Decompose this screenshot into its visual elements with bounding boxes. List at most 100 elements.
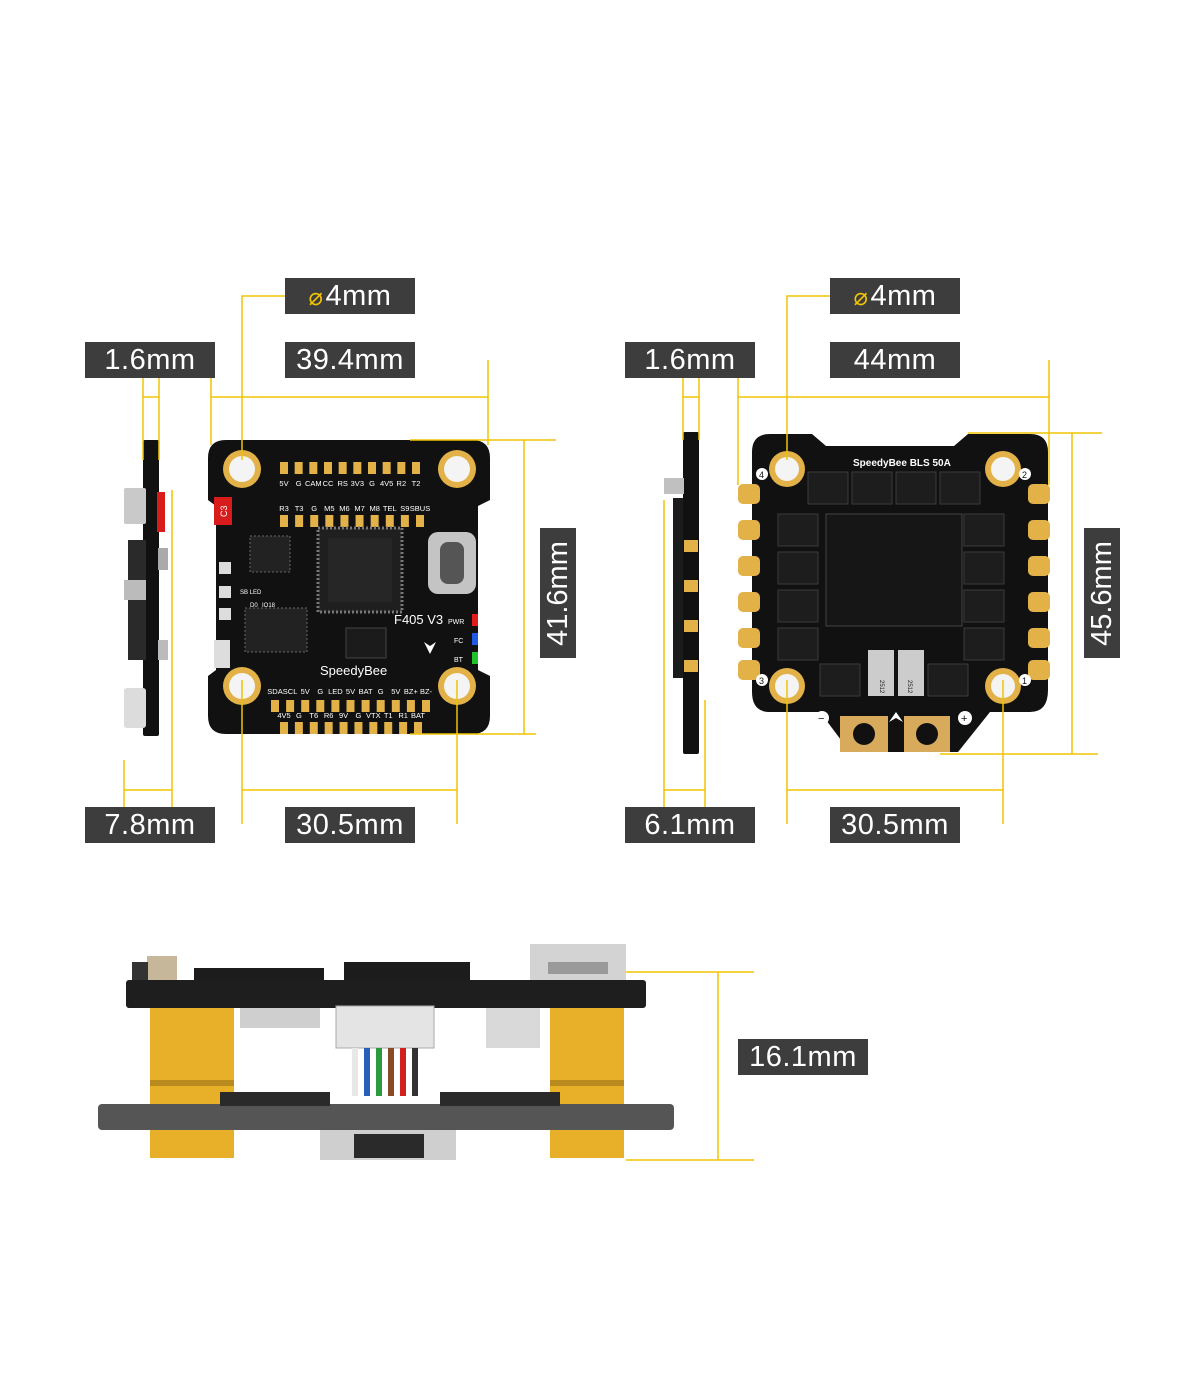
fc-bottom-pad-label-row2: T1 bbox=[384, 711, 393, 720]
fc-top-pad-label-row2: M5 bbox=[324, 504, 334, 513]
fc-mount-hole bbox=[438, 450, 476, 488]
svg-text:+: + bbox=[961, 713, 967, 725]
esc-motor-pad bbox=[1028, 484, 1050, 504]
fc-side-dim-lines bbox=[123, 378, 173, 808]
fc-top-pad-label-row2: TEL bbox=[383, 504, 397, 513]
esc-motor-pad bbox=[738, 660, 760, 680]
fc-solder-pad bbox=[361, 700, 370, 712]
fc-solder-pad bbox=[324, 462, 332, 474]
esc-hole-number: 1 bbox=[1019, 674, 1031, 686]
fc-top-pad-label-row2: M6 bbox=[339, 504, 349, 513]
stack-side-view bbox=[98, 944, 674, 1160]
fc-solder-pad bbox=[399, 722, 408, 734]
esc-motor-pad bbox=[738, 556, 760, 576]
svg-text:3: 3 bbox=[759, 676, 764, 686]
fc-small-label: IO18 bbox=[262, 603, 276, 609]
esc-polarity-minus: − bbox=[815, 711, 829, 725]
fc-top-pad-label: 5V bbox=[279, 479, 288, 488]
fc-bottom-pad-label: 5V bbox=[391, 687, 400, 696]
fc-bottom-pad-label-row2: BAT bbox=[411, 711, 425, 720]
fc-small-label: D0 bbox=[250, 603, 258, 609]
fc-solder-pad bbox=[280, 462, 288, 474]
fc-solder-pad bbox=[384, 722, 393, 734]
fc-side-label: 7.8mm bbox=[85, 807, 215, 843]
fc-solder-pad bbox=[316, 700, 325, 712]
esc-mount-hole bbox=[769, 451, 805, 487]
fc-solder-pad bbox=[339, 722, 348, 734]
esc-side-dim-lines bbox=[663, 378, 706, 808]
esc-mosfet bbox=[777, 589, 819, 623]
fc-mount-hole bbox=[223, 450, 261, 488]
fc-small-label: C3 bbox=[219, 505, 229, 517]
fc-solder-pad bbox=[369, 722, 378, 734]
esc-motor-pad bbox=[738, 628, 760, 648]
fc-solder-pad bbox=[294, 462, 303, 474]
fc-solder-pad bbox=[414, 722, 422, 734]
fc-bottom-pad-label: 5V bbox=[301, 687, 310, 696]
fc-solder-pad bbox=[400, 515, 409, 527]
fc-solder-pad bbox=[338, 462, 347, 474]
esc-mosfet bbox=[777, 627, 819, 661]
fc-solder-pad bbox=[340, 515, 349, 527]
esc-mount-hole bbox=[985, 451, 1021, 487]
fc-bottom-pad-label-row2: R6 bbox=[324, 711, 334, 720]
fc-solder-pad bbox=[280, 722, 288, 734]
fc-top-pad-label-row2: S9 bbox=[400, 504, 409, 513]
fc-solder-pad bbox=[294, 722, 303, 734]
fc-solder-pad bbox=[397, 462, 406, 474]
esc-side-view bbox=[664, 432, 699, 754]
esc-mosfet bbox=[963, 513, 1005, 547]
fc-height-label: 41.6mm bbox=[540, 528, 576, 658]
esc-motor-pad bbox=[1028, 592, 1050, 612]
fc-top-pad-label: CAM bbox=[305, 479, 322, 488]
svg-text:−: − bbox=[818, 713, 824, 725]
esc-hole-number: 3 bbox=[756, 674, 768, 686]
esc-motor-pad bbox=[738, 484, 760, 504]
fc-solder-pad bbox=[346, 700, 355, 712]
fc-thickness-label: 1.6mm bbox=[85, 342, 215, 378]
esc-board: SpeedyBee BLS 50A 2512 2512 4 2 3 1 − + bbox=[738, 434, 1050, 752]
fc-bottom-pad-label-row2: R1 bbox=[398, 711, 408, 720]
esc-motor-pad bbox=[738, 520, 760, 540]
esc-polarity-plus: + bbox=[958, 711, 972, 725]
esc-mosfets bbox=[777, 471, 1005, 697]
fc-top-pad-label: RS bbox=[337, 479, 347, 488]
esc-mosfet bbox=[963, 589, 1005, 623]
fc-bottom-pad-label-row2: G bbox=[296, 711, 302, 720]
esc-mosfet bbox=[895, 471, 937, 505]
fc-top-pad-label-row2: T3 bbox=[295, 504, 304, 513]
fc-mount-spacing-label: 30.5mm bbox=[285, 807, 415, 843]
esc-motor-pad bbox=[1028, 556, 1050, 576]
svg-text:1: 1 bbox=[1022, 676, 1027, 686]
fc-solder-pad bbox=[324, 722, 333, 734]
esc-hole-number: 2 bbox=[1019, 468, 1031, 480]
fc-bottom-pad-label: G bbox=[317, 687, 323, 696]
fc-top-pad-label-row2: M7 bbox=[354, 504, 364, 513]
fc-solder-pad bbox=[310, 515, 319, 527]
esc-motor-pad bbox=[1028, 520, 1050, 540]
esc-mosfet bbox=[927, 663, 969, 697]
fc-small-label: SB LED bbox=[240, 590, 262, 596]
fc-top-pad-label-row2: R3 bbox=[279, 504, 289, 513]
fc-solder-pad bbox=[331, 700, 340, 712]
fc-bottom-pad-label: LED bbox=[328, 687, 343, 696]
esc-shunt-label: 2512 bbox=[906, 680, 912, 694]
fc-bottom-pad-label: BZ+ bbox=[404, 687, 419, 696]
fc-led-label-bt: BT bbox=[454, 657, 464, 664]
fc-top-pad-label-row2: SBUS bbox=[410, 504, 430, 513]
fc-led-label-fc: FC bbox=[454, 638, 463, 645]
esc-dim-lines bbox=[737, 295, 1102, 824]
esc-mosfet bbox=[777, 551, 819, 585]
fc-bottom-pad-label: BZ- bbox=[420, 687, 433, 696]
fc-solder-pad bbox=[412, 462, 420, 474]
esc-mosfet bbox=[807, 471, 849, 505]
fc-solder-pad bbox=[301, 700, 310, 712]
esc-shunt-label: 2512 bbox=[878, 680, 884, 694]
esc-hole-diameter-label: ⌀4mm bbox=[830, 278, 960, 314]
esc-mount-spacing-label: 30.5mm bbox=[830, 807, 960, 843]
